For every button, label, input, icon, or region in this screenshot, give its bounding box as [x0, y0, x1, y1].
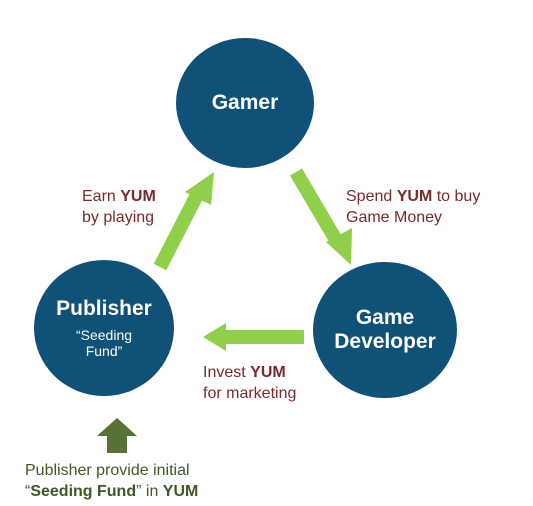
- label-spend-text2: to buy: [432, 188, 481, 205]
- label-earn-text: Earn: [82, 188, 121, 205]
- label-spend-line2: Game Money: [346, 209, 443, 226]
- node-game-developer: Game Developer: [313, 262, 457, 398]
- arrow-developer-to-publisher: [203, 323, 304, 351]
- arrow-seeding-up: [97, 418, 137, 453]
- label-invest-text: Invest: [203, 364, 251, 381]
- label-earn-line2: by playing: [82, 209, 155, 226]
- node-gamer: Gamer: [176, 38, 314, 168]
- footer-quote-close: ”: [136, 483, 142, 500]
- footer-caption: Publisher provide initial “Seeding Fund”…: [25, 460, 198, 502]
- label-invest-line2: for marketing: [203, 385, 297, 402]
- label-spend-yum: Spend YUM to buy Game Money: [346, 186, 480, 228]
- label-earn-token: YUM: [120, 188, 156, 205]
- node-gamer-title: Gamer: [211, 91, 279, 114]
- node-game-developer-title: Game Developer: [334, 306, 436, 353]
- label-spend-token: YUM: [396, 188, 433, 205]
- footer-yum: YUM: [162, 483, 199, 500]
- footer-line1: Publisher provide initial: [25, 462, 190, 479]
- node-publisher-subtitle: “Seeding Fund”: [75, 327, 133, 359]
- node-publisher-title: Publisher: [56, 297, 152, 320]
- footer-quote-open: “: [25, 483, 31, 500]
- label-invest-token: YUM: [250, 364, 286, 381]
- footer-mid: in: [141, 483, 163, 500]
- label-earn-yum: Earn YUM by playing: [82, 186, 156, 228]
- arrow-publisher-to-gamer: [153, 172, 214, 271]
- label-invest-yum: Invest YUM for marketing: [203, 362, 296, 404]
- arrow-gamer-to-developer: [289, 168, 352, 265]
- label-spend-text: Spend: [346, 188, 397, 205]
- node-publisher: Publisher “Seeding Fund”: [34, 260, 174, 396]
- footer-seeding-fund: Seeding Fund: [30, 483, 137, 500]
